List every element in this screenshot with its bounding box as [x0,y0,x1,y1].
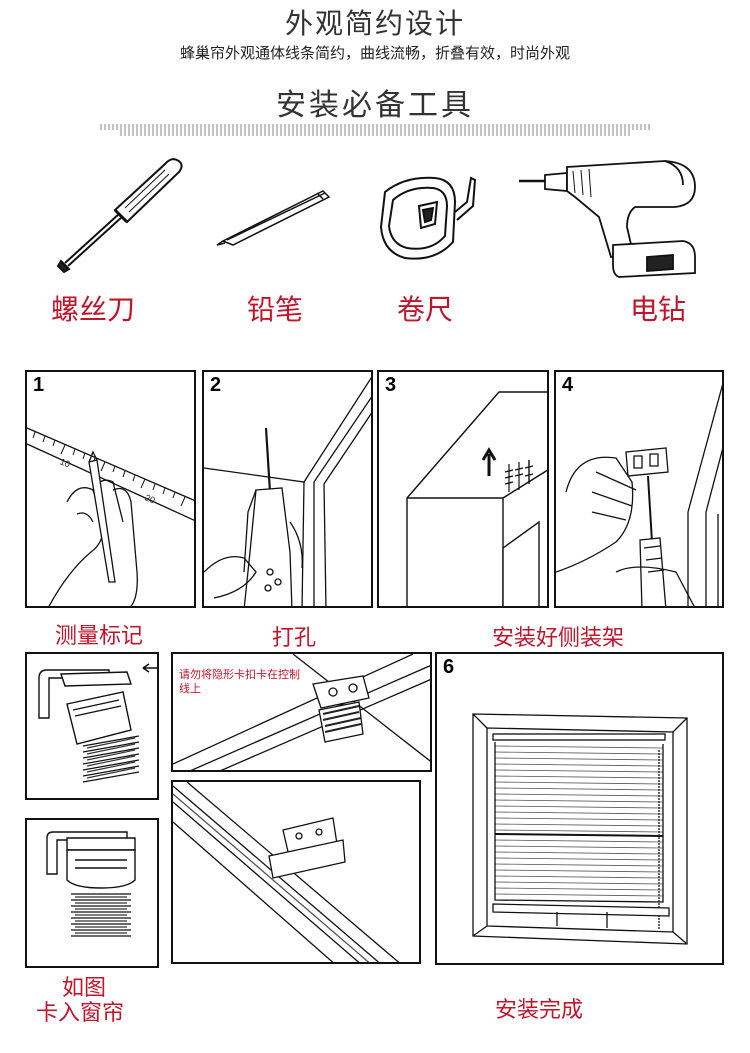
clip-install-panel [171,780,421,964]
step-2-panel: 2 [202,370,373,608]
tool-label-pencil: 铅笔 [246,293,303,326]
clip-panel-2 [25,818,159,968]
step-2-label: 打孔 [272,626,317,651]
page-title: 外观简约设计 [284,7,465,40]
clip-detail-panel: 请勿将隐形卡扣卡在控制线上 [171,652,432,772]
step-34-label: 安装好侧装架 [492,626,625,651]
screwdriver-icon [55,158,190,273]
title-divider [100,124,650,130]
step-4-panel: 4 [554,370,724,608]
clip-panel-1 [25,652,159,800]
clip-label-2: 卡入窗帘 [36,1001,125,1026]
tools-section-title: 安装必备工具 [276,88,474,123]
step-4-number: 4 [562,374,574,396]
step-1-label: 测量标记 [55,624,144,649]
page-subtitle: 蜂巢帘外观通体线条简约，曲线流畅，折叠有效，时尚外观 [179,44,570,62]
step-3-number: 3 [385,374,397,396]
electric-drill-icon [515,157,705,282]
step-6-label: 安装完成 [495,998,584,1023]
clip-warning-note: 请勿将隐形卡扣卡在控制线上 [179,668,300,695]
tool-label-tape: 卷尺 [396,293,453,326]
step-3-panel: 3 [377,370,549,608]
tape-measure-icon [375,172,485,267]
step-1-number: 1 [33,374,45,396]
tool-label-screwdriver: 螺丝刀 [50,293,135,326]
tool-label-drill: 电钻 [629,293,686,326]
title-divider-2 [120,130,630,136]
clip-label-1: 如图 [62,976,107,1001]
step-6-panel: 6 [435,652,724,965]
pencil-icon [215,183,335,248]
step-1-panel: 1 10 20 [25,370,196,608]
step-6-number: 6 [443,656,455,678]
step-2-number: 2 [210,374,222,396]
